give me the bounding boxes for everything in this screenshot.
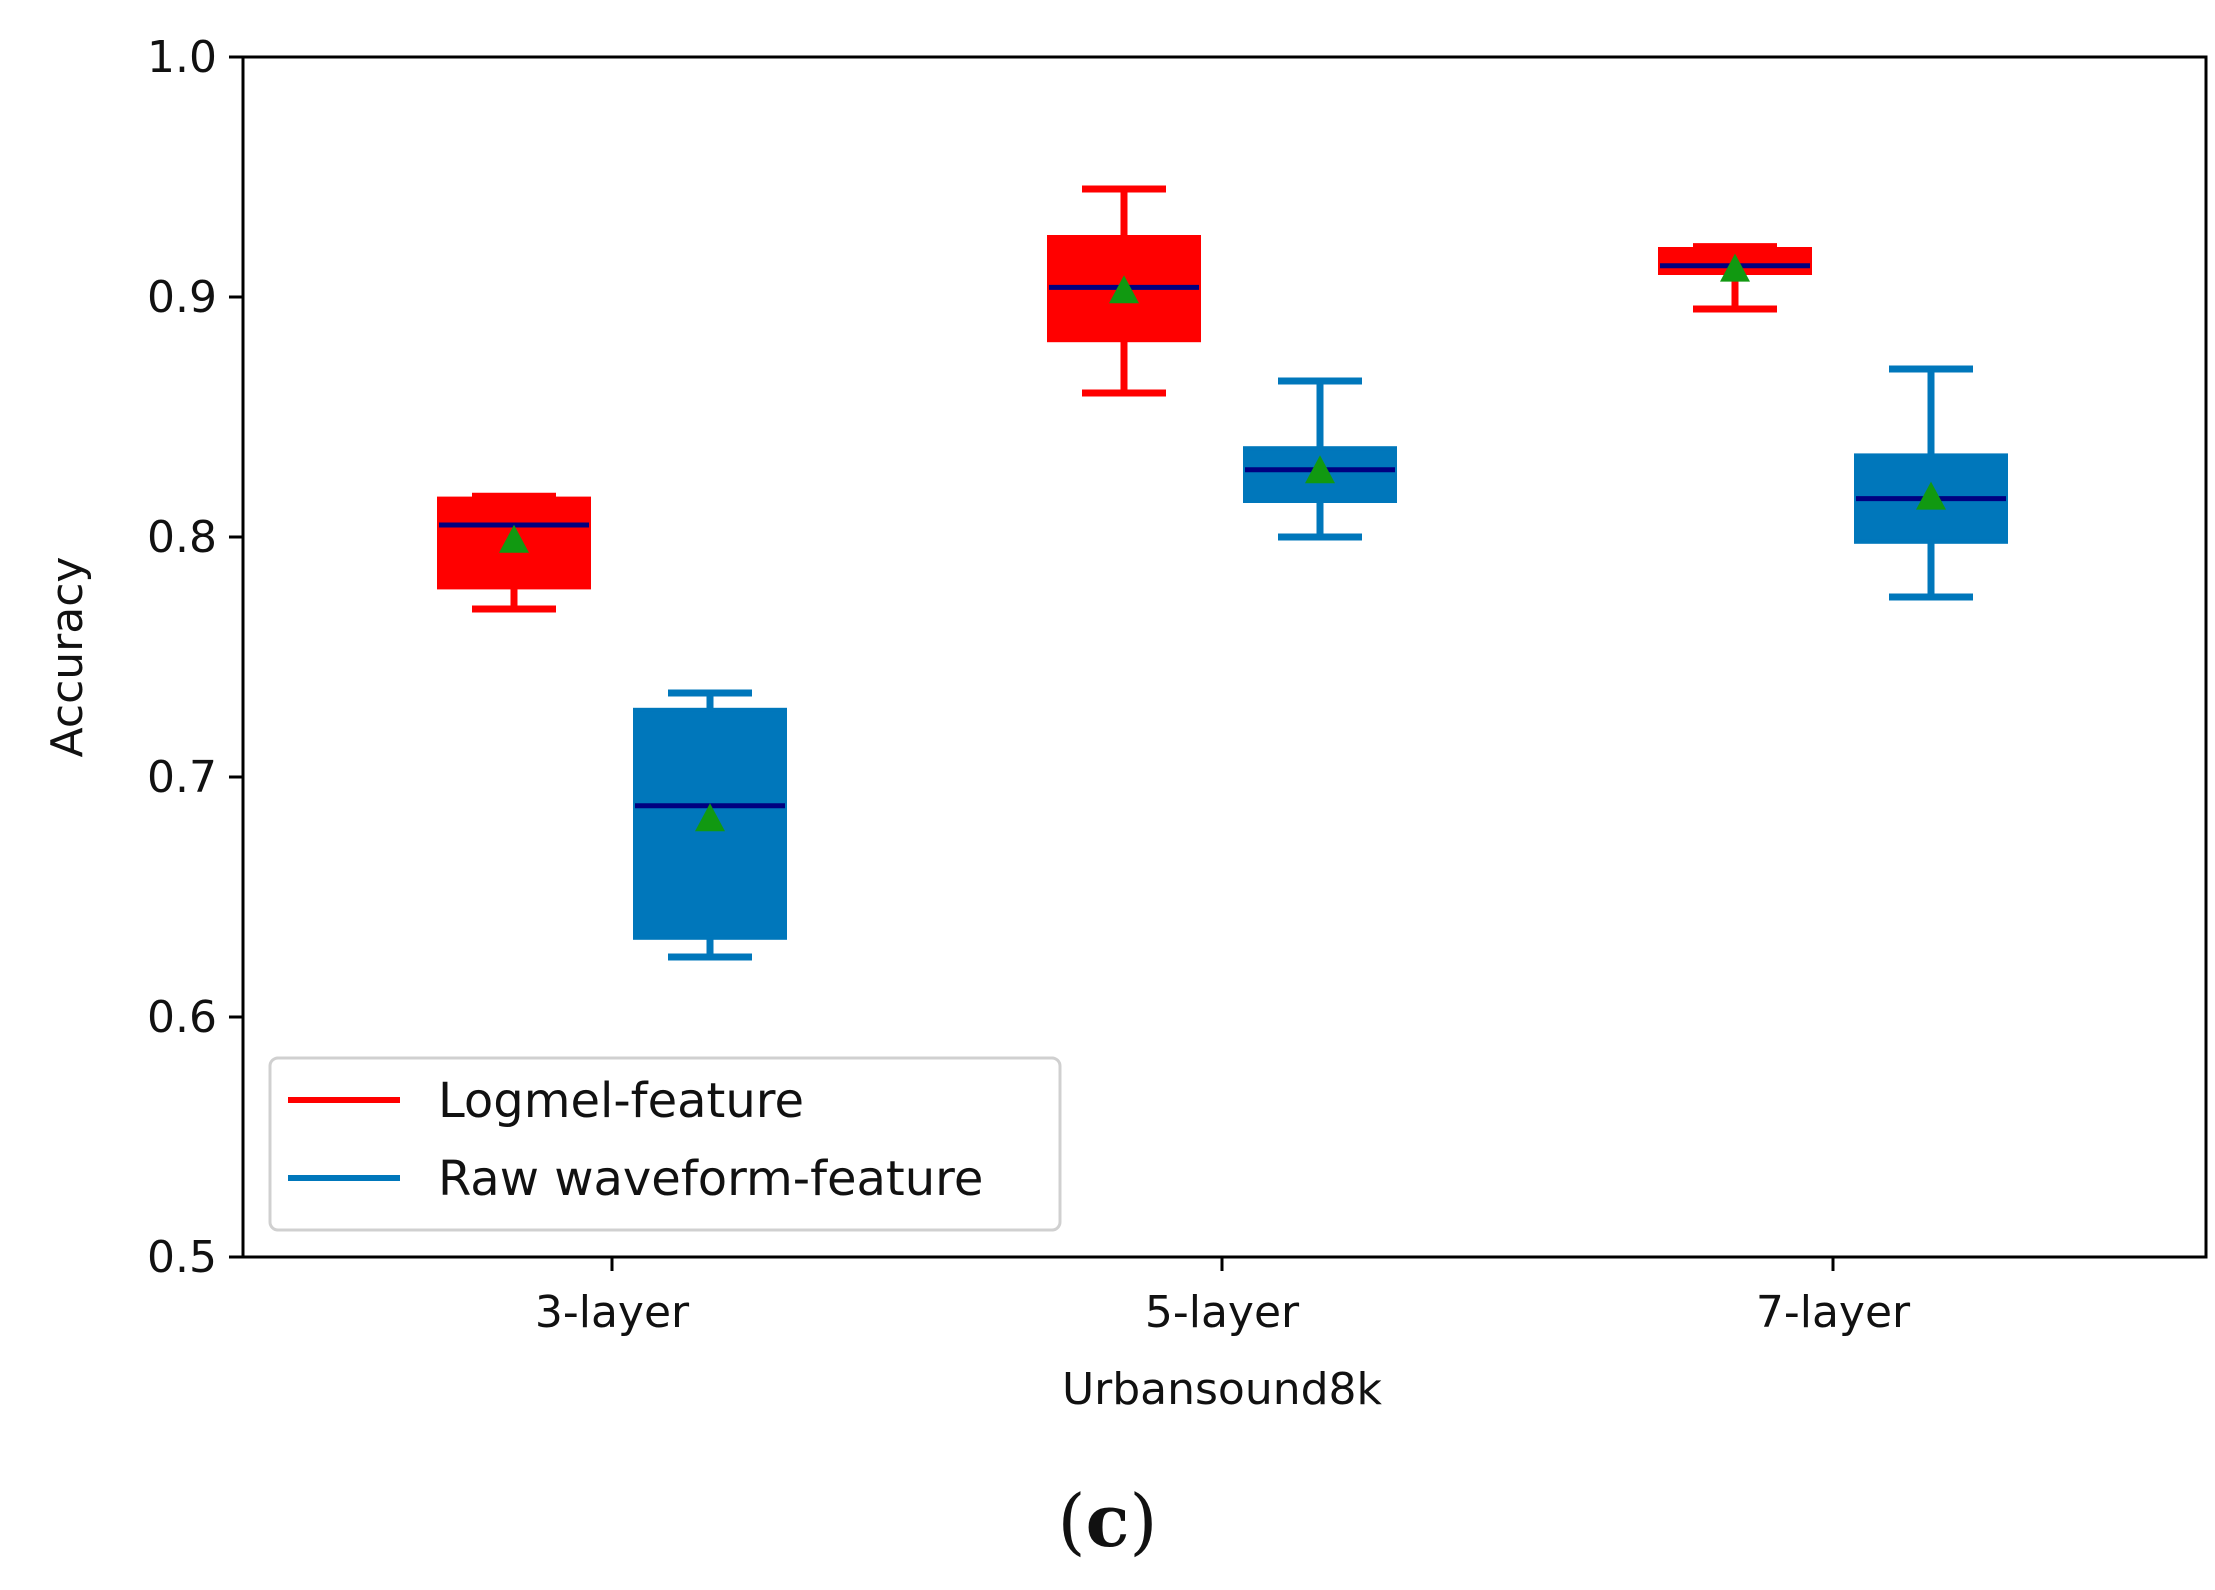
x-axis: 3-layer 5-layer 7-layer (535, 1257, 1911, 1338)
y-axis-label: Accuracy (42, 557, 93, 758)
box-group (633, 689, 787, 961)
panel-label: (c) (0, 1478, 2215, 1563)
y-tick-label: 1.0 (147, 32, 217, 83)
mean-marker (695, 803, 725, 832)
box-group (1047, 185, 1201, 397)
plot-frame (241, 55, 2208, 1259)
mean-marker (1916, 481, 1946, 510)
box-group (437, 492, 591, 613)
mean-marker (499, 524, 529, 553)
y-tick-label: 0.6 (147, 992, 217, 1043)
panel-label-open: ( (1057, 1479, 1086, 1563)
y-axis: 0.5 0.6 0.7 0.8 0.9 1.0 (147, 32, 243, 1283)
panel-label-letter: c (1085, 1478, 1130, 1563)
x-tick-label: 5-layer (1145, 1287, 1300, 1338)
boxplots (437, 185, 2008, 961)
box-group (1854, 365, 2008, 601)
legend-label-logmel: Logmel-feature (438, 1073, 804, 1129)
x-tick-label: 3-layer (535, 1287, 690, 1338)
y-tick-label: 0.5 (147, 1232, 217, 1283)
x-axis-label: Urbansound8k (1062, 1364, 1383, 1415)
mean-marker (1109, 275, 1139, 304)
legend: Logmel-feature Raw waveform-feature (268, 1056, 1062, 1232)
x-tick-label: 7-layer (1756, 1287, 1911, 1338)
legend-label-raw-waveform: Raw waveform-feature (438, 1151, 983, 1207)
y-tick-label: 0.8 (147, 512, 217, 563)
mean-marker (1305, 455, 1335, 484)
legend-frame (268, 1056, 1062, 1232)
y-tick-label: 0.9 (147, 272, 217, 323)
panel-label-close: ) (1129, 1479, 1158, 1563)
box-group (1243, 377, 1397, 541)
mean-marker (1720, 253, 1750, 282)
box-group (1658, 243, 1812, 313)
y-tick-label: 0.7 (147, 752, 217, 803)
